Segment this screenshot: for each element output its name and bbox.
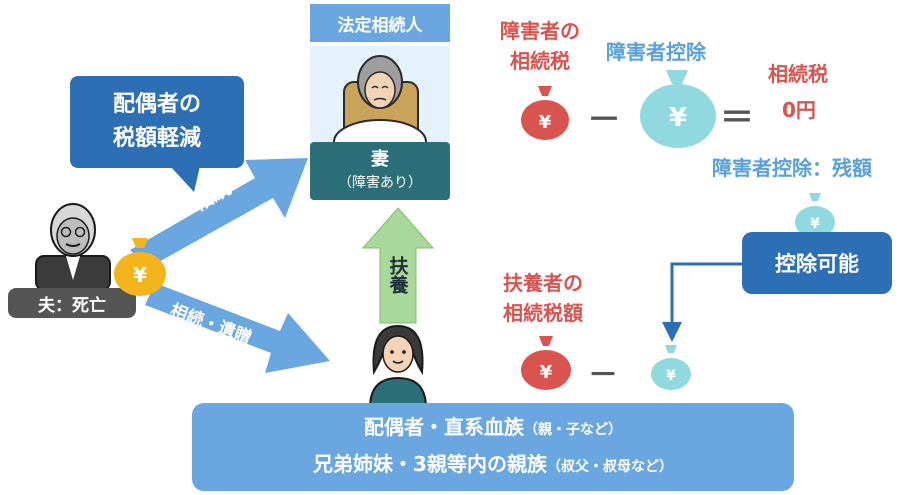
result-value: 0円 (782, 98, 816, 122)
heir-header: 法定相続人 (310, 4, 450, 42)
remaining-label: 障害者控除：残額 (712, 156, 872, 180)
supporter-deduction-bag-icon: ¥ (651, 345, 691, 390)
wife-portrait (310, 46, 450, 142)
spouse-reduction-line2: 税額軽減 (112, 126, 201, 151)
spouse-reduction-pointer (170, 166, 200, 192)
equals-sign: ＝ (720, 98, 754, 138)
relatives-line1-main: 配偶者・直系血族 (364, 415, 524, 439)
husband-label: 夫：死亡 (8, 288, 136, 318)
spouse-reduction-box: 配偶者の 税額軽減 (70, 76, 244, 168)
disabled-tax-label: 障害者の 相続税 (488, 16, 592, 76)
svg-text:¥: ¥ (133, 263, 147, 287)
wife-title: 妻 (371, 149, 389, 170)
money-bag-icon: ¥ (114, 238, 166, 296)
deductible-arrow (662, 262, 742, 342)
supporter-line1: 扶養者の (503, 271, 583, 295)
svg-text:¥: ¥ (539, 112, 552, 133)
relatives-line1: 配偶者・直系血族（親・子など） (364, 410, 622, 447)
result-label: 相続税 (768, 62, 828, 86)
minus-sign-bottom: － (588, 358, 618, 393)
disabled-tax-line1: 障害者の (500, 19, 580, 43)
disabled-tax-bag-icon: ¥ (521, 86, 569, 140)
support-arrow-label: 扶養 (386, 256, 409, 294)
elderly-woman-icon (333, 55, 427, 142)
deduction-label: 障害者控除 (606, 40, 706, 64)
inherit-arrow (130, 158, 308, 268)
svg-text:¥: ¥ (669, 103, 687, 133)
elderly-man-icon (35, 203, 111, 291)
svg-text:¥: ¥ (540, 362, 553, 383)
relatives-line2-note: （叔父・叔母など） (546, 459, 673, 475)
relatives-line1-note: （親・子など） (524, 422, 622, 438)
relatives-line2-main: 兄弟姉妹・3親等内の親族 (313, 452, 547, 476)
supporter-tax-bag-icon: ¥ (521, 336, 571, 390)
supporter-tax-label: 扶養者の 相続税額 (488, 268, 598, 328)
disabled-tax-line2: 相続税 (510, 49, 570, 73)
svg-text:¥: ¥ (666, 368, 676, 384)
spouse-reduction-line1: 配偶者の (112, 92, 201, 117)
deductible-box: 控除可能 (742, 232, 892, 294)
relatives-box: 配偶者・直系血族（親・子など） 兄弟姉妹・3親等内の親族（叔父・叔母など） (192, 403, 794, 491)
supporter-line2: 相続税額 (503, 301, 583, 325)
deduction-bag-icon: ¥ (640, 70, 716, 148)
support-arrow (361, 207, 435, 324)
inherit-gift-arrow (145, 283, 330, 373)
wife-subtitle: （障害あり） (338, 175, 422, 191)
minus-sign-top: － (587, 100, 621, 140)
relatives-line2: 兄弟姉妹・3親等内の親族（叔父・叔母など） (313, 447, 673, 484)
wife-box: 妻 （障害あり） (310, 142, 450, 200)
remaining-bag-icon: ¥ (795, 193, 835, 238)
svg-text:¥: ¥ (810, 216, 820, 232)
supporter-woman-icon (368, 324, 428, 409)
